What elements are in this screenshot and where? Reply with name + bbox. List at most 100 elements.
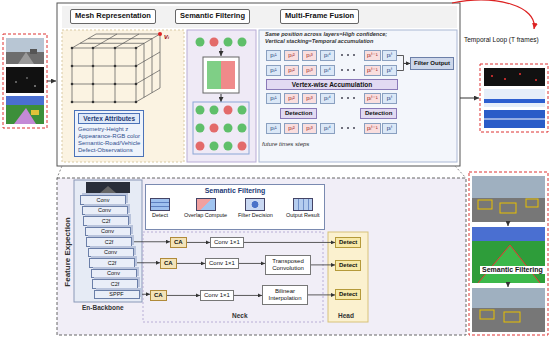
- node-text: Conv 1×1: [209, 260, 235, 267]
- step-box: Detect: [150, 198, 170, 218]
- node-text: C2f: [95, 281, 135, 288]
- vertex-cell: pᵢ³: [302, 93, 317, 104]
- vertex-cell: pᵢ⁴: [320, 93, 335, 104]
- node-text: Conv: [83, 197, 123, 204]
- node-text: Detect: [150, 212, 170, 218]
- node-text: Geometry-Height z: [78, 126, 140, 133]
- node-text: Output Result: [286, 212, 320, 218]
- node-text: pᵢ³: [305, 52, 314, 59]
- connector: [177, 263, 205, 264]
- step-icon: [293, 198, 313, 211]
- vertex-cell: pᵢᵗ⁻¹: [364, 65, 381, 76]
- node-text: CA: [164, 260, 173, 267]
- node-text: CA: [174, 239, 183, 246]
- node-text: pᵢ²: [287, 95, 296, 102]
- accumulation-band: Vertex-wise Accumulation: [266, 79, 398, 90]
- vertex-cell: pᵢ²: [284, 50, 299, 61]
- node-text: Appearance-RGB color: [78, 133, 140, 140]
- backbone-layer: Conv: [91, 269, 137, 279]
- node-text: C2f: [86, 218, 126, 225]
- vertex-cell: pᵢ³: [302, 123, 317, 134]
- node-text: Vertex-wise Accumulation: [270, 81, 394, 88]
- node-text: Defect-Observations: [78, 147, 140, 154]
- node-text: pᵢ¹: [269, 125, 278, 132]
- node-text: pᵢᵗ: [385, 125, 394, 132]
- vertex-cell: pᵢ¹: [266, 50, 281, 61]
- step-box: Overlap Compute: [184, 198, 227, 218]
- node-text: pᵢᵗ⁻¹: [367, 95, 378, 102]
- loop-label: Temporal Loop (T frames): [464, 36, 539, 43]
- node-text: Semantic-Road/Vehicle: [78, 140, 140, 147]
- vertex-cell: pᵢᵗ⁻¹: [364, 93, 381, 104]
- step-icon: [245, 198, 265, 211]
- connector: [311, 264, 335, 265]
- node-text: Conv: [85, 207, 125, 214]
- node-text: pᵢ⁴: [323, 67, 332, 74]
- vertex-cell: pᵢᵗ⁻¹: [364, 123, 381, 134]
- node-text: Mesh Representation: [75, 12, 151, 21]
- connector: [140, 294, 151, 295]
- node-text: Conv: [94, 270, 134, 277]
- detect-box: Detect: [335, 237, 361, 248]
- conv-box: Conv 1×1: [200, 290, 234, 301]
- node-text: Detect: [339, 239, 357, 246]
- node-text: Vertex Attributes: [78, 113, 140, 124]
- vertex-cell: pᵢ²: [284, 123, 299, 134]
- vertex-cell: pᵢ¹: [266, 65, 281, 76]
- note-text: Vertical stacking=Temporal accumulation: [265, 38, 373, 44]
- connector: [308, 294, 335, 295]
- node-text: pᵢ³: [305, 95, 314, 102]
- upsample-box: Transposed Convolution: [265, 255, 311, 275]
- node-text: Detection: [365, 110, 392, 117]
- backbone-layer: C2f: [92, 279, 138, 289]
- node-text: Detection: [285, 110, 312, 117]
- backbone-layer: Conv: [85, 227, 131, 237]
- node-text: pᵢᵗ⁻¹: [367, 125, 378, 132]
- backbone-layer: C2f: [89, 258, 135, 268]
- vertex-cell: pᵢ²: [284, 65, 299, 76]
- node-text: pᵢ¹: [269, 67, 278, 74]
- section-header: Multi-Frame Fusion: [280, 9, 359, 24]
- node-text: pᵢ²: [287, 67, 296, 74]
- section-header: Semantic Filtering: [175, 9, 250, 24]
- node-text: pᵢᵗ⁻¹: [367, 67, 378, 74]
- node-text: Filter Decision: [238, 212, 273, 218]
- conv-box: Conv 1×1: [210, 237, 244, 248]
- section-label: Feature Expection: [64, 217, 73, 286]
- vertex-cell: pᵢᵗ: [382, 50, 397, 61]
- section-label: En-Backbone: [82, 304, 124, 311]
- node-text: Filter Output: [414, 60, 450, 67]
- vertex-cell: pᵢᵗ: [382, 93, 397, 104]
- node-text: Detect: [339, 262, 357, 269]
- node-text: Multi-Frame Fusion: [285, 12, 354, 21]
- vertex-cell: pᵢᵗ: [382, 65, 397, 76]
- attention-box: CA: [160, 258, 177, 269]
- image-label: Semantic Filtering: [480, 266, 545, 274]
- detect-box: Detect: [335, 289, 361, 300]
- backbone-layer: C2f: [83, 216, 129, 226]
- node-text: pᵢ¹: [269, 52, 278, 59]
- vertex-cell: pᵢ⁴: [320, 50, 335, 61]
- node-text: Semantic Filtering: [146, 185, 324, 195]
- vertex-cell: pᵢ⁴: [320, 123, 335, 134]
- step-icon: [150, 198, 170, 211]
- connector: [234, 295, 262, 296]
- node-text: pᵢ⁴: [323, 52, 332, 59]
- node-text: pᵢᵗ: [385, 52, 394, 59]
- node-text: Detect: [339, 291, 357, 298]
- vertex-cell: pᵢ³: [302, 65, 317, 76]
- vertex-cell: pᵢᵗ: [382, 123, 397, 134]
- node-text: pᵢ³: [305, 67, 314, 74]
- vertex-cell: pᵢ¹: [266, 123, 281, 134]
- node-text: Transposed Convolution: [269, 258, 307, 272]
- backbone-layer: Conv: [80, 195, 126, 205]
- connector: [135, 262, 160, 263]
- vertex-cell: pᵢ¹: [266, 93, 281, 104]
- backbone-layer: Conv: [88, 248, 134, 258]
- connector: [187, 242, 210, 243]
- node-text: pᵢ¹: [269, 95, 278, 102]
- node-text: Conv: [88, 228, 128, 235]
- upsample-box: Bilinear Interpolation: [262, 285, 308, 305]
- connector: [397, 56, 410, 64]
